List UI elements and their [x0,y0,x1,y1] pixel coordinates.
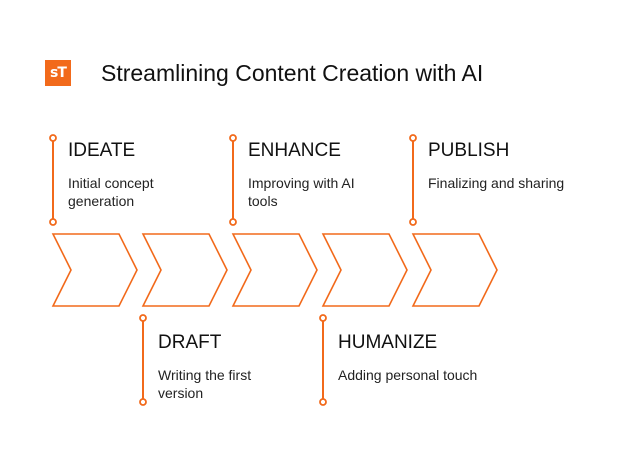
connector-publish [409,134,417,226]
connector-enhance [229,134,237,226]
brand-logo: sT [45,60,71,86]
chevron-ideate [51,233,138,307]
chevron-enhance [231,233,318,307]
step-label-publish: PUBLISH [428,140,510,161]
connector-humanize [319,314,327,406]
page-title: Streamlining Content Creation with AI [101,60,484,86]
connector-ideate [49,134,57,226]
step-label-enhance: ENHANCE [248,140,341,161]
step-label-draft: DRAFT [158,332,222,353]
chevron-publish [411,233,498,307]
step-desc-draft: Writing the first version [158,367,252,401]
step-desc-ideate: Initial concept generation [68,175,154,209]
step-label-humanize: HUMANIZE [338,332,438,353]
step-desc-publish: Finalizing and sharing [428,175,565,191]
chevron-draft [141,233,228,307]
chevron-humanize [321,233,408,307]
step-desc-humanize: Adding personal touch [338,367,478,383]
step-desc-enhance: Improving with AI tools [248,175,355,209]
step-label-ideate: IDEATE [68,140,136,161]
connector-draft [139,314,147,406]
